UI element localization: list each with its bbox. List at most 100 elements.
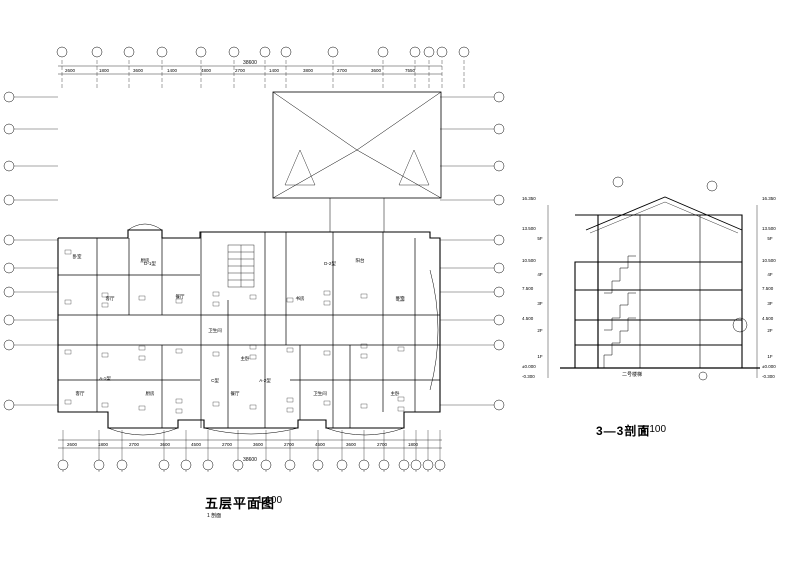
floor-label: 5F bbox=[767, 236, 773, 241]
axis-bubble bbox=[3, 399, 15, 411]
room-label: 餐厅 bbox=[231, 390, 240, 397]
plan-scale: 1:100 bbox=[257, 495, 283, 506]
axis-bubble bbox=[3, 234, 15, 246]
axis-bubble bbox=[232, 459, 244, 471]
axis-bubble bbox=[195, 46, 207, 58]
axis-bubble bbox=[180, 459, 192, 471]
axis-bubble bbox=[458, 46, 470, 58]
elevation-mark: 7.500 bbox=[762, 286, 774, 291]
axis-bubble bbox=[493, 91, 505, 103]
plan-section-note: 1 剖面 bbox=[207, 513, 222, 519]
stair-core bbox=[227, 244, 255, 288]
elevation-mark: 13.500 bbox=[762, 226, 776, 231]
elevation-mark: 4.500 bbox=[762, 316, 774, 321]
room-label: 书房 bbox=[296, 295, 305, 302]
top-dimension: 1400 bbox=[167, 68, 178, 73]
bottom-dimension: 2600 bbox=[67, 442, 78, 447]
top-dimension: 1400 bbox=[269, 68, 280, 73]
room-label: 厨房 bbox=[141, 257, 150, 264]
top-dimension: 2600 bbox=[65, 68, 76, 73]
axis-bubble bbox=[260, 459, 272, 471]
axis-bubble bbox=[3, 123, 15, 135]
axis-bubble bbox=[378, 459, 390, 471]
axis-bubble bbox=[57, 459, 69, 471]
axis-bubble bbox=[327, 46, 339, 58]
room-label: 卫生间 bbox=[208, 327, 222, 334]
floor-label: 3F bbox=[537, 301, 543, 306]
bottom-dimension: 1800 bbox=[98, 442, 109, 447]
bottom-dimension: 3600 bbox=[253, 442, 264, 447]
axis-bubble bbox=[493, 399, 505, 411]
floor-label: 1F bbox=[537, 354, 543, 359]
elevation-mark: ±0.000 bbox=[762, 364, 776, 369]
room-label: 客厅 bbox=[76, 390, 85, 397]
unit-type-label: A-2型 bbox=[259, 377, 271, 383]
floor-label: 4F bbox=[537, 272, 543, 277]
elevation-mark: ±0.000 bbox=[522, 364, 536, 369]
axis-bubble bbox=[3, 339, 15, 351]
axis-bubble bbox=[116, 459, 128, 471]
bottom-dimension: 3600 bbox=[346, 442, 357, 447]
bottom-dimension: 3600 bbox=[160, 442, 171, 447]
elevation-mark: 4.500 bbox=[522, 316, 534, 321]
axis-bubble bbox=[436, 46, 448, 58]
axis-bubble bbox=[493, 160, 505, 172]
room-label: 卧室 bbox=[396, 295, 405, 302]
plan-title: 五层平面图 bbox=[205, 496, 276, 511]
unit-type-label: D-2型 bbox=[324, 260, 336, 266]
bay-windows bbox=[107, 223, 439, 436]
axis-bubble bbox=[493, 314, 505, 326]
axis-bubble bbox=[422, 459, 434, 471]
axis-bubble bbox=[410, 459, 422, 471]
room-label: 厨房 bbox=[146, 390, 155, 397]
axis-bubble bbox=[228, 46, 240, 58]
axis-bubble bbox=[409, 46, 421, 58]
room-label: 卫生间 bbox=[313, 390, 327, 397]
elevation-mark: 16.350 bbox=[522, 196, 536, 201]
axis-bubble bbox=[93, 459, 105, 471]
axis-bubble bbox=[158, 459, 170, 471]
axis-bubble bbox=[3, 160, 15, 172]
axis-bubble bbox=[493, 286, 505, 298]
elevation-mark: 10.500 bbox=[522, 258, 536, 263]
axis-bubble bbox=[3, 262, 15, 274]
bottom-dimension: 4500 bbox=[191, 442, 202, 447]
top-dimension: 4800 bbox=[201, 68, 212, 73]
axis-bubble bbox=[493, 339, 505, 351]
plan-axis-grid bbox=[14, 60, 496, 472]
bottom-dimension: 2700 bbox=[222, 442, 233, 447]
section-scale: 1:100 bbox=[641, 424, 667, 435]
axis-bubbles: ①②③④⑤⑥⑦⑧⑨⑩⑪⑫⑬⑭①②③④⑤⑥⑦⑧⑨⑩⑪⑫⑬⑭⑮⑯⑰ⓀⓀⒿⒿⒽⒽⒼⒼⒻ… bbox=[3, 46, 505, 471]
axis-bubble bbox=[434, 459, 446, 471]
bottom-dimension: 4500 bbox=[315, 442, 326, 447]
axis-bubble bbox=[280, 46, 292, 58]
floor-label: 2F bbox=[767, 328, 773, 333]
axis-bubble bbox=[358, 459, 370, 471]
axis-bubble bbox=[3, 91, 15, 103]
axis-bubble bbox=[493, 123, 505, 135]
axis-bubble bbox=[202, 459, 214, 471]
floor-label: 2F bbox=[537, 328, 543, 333]
unit-type-label: A-1型 bbox=[99, 375, 111, 381]
elevation-mark: 10.500 bbox=[762, 258, 776, 263]
top-dimension: 3600 bbox=[133, 68, 144, 73]
unit-type-label: C型 bbox=[211, 377, 219, 383]
section-title: 3—3剖面 bbox=[596, 424, 651, 438]
bottom-dimension: 1800 bbox=[408, 442, 419, 447]
room-label: 主卧 bbox=[241, 355, 250, 362]
overall-dimension: 38600 bbox=[243, 457, 257, 463]
axis-bubble bbox=[493, 262, 505, 274]
axis-bubble bbox=[336, 459, 348, 471]
bottom-dimension: 2700 bbox=[284, 442, 295, 447]
axis-bubble bbox=[493, 234, 505, 246]
axis-bubble bbox=[398, 459, 410, 471]
top-dimension: 2700 bbox=[235, 68, 246, 73]
top-dimension: 3800 bbox=[303, 68, 314, 73]
axis-bubble bbox=[377, 46, 389, 58]
section-floor-slabs bbox=[575, 214, 742, 369]
top-dimension: 3600 bbox=[371, 68, 382, 73]
